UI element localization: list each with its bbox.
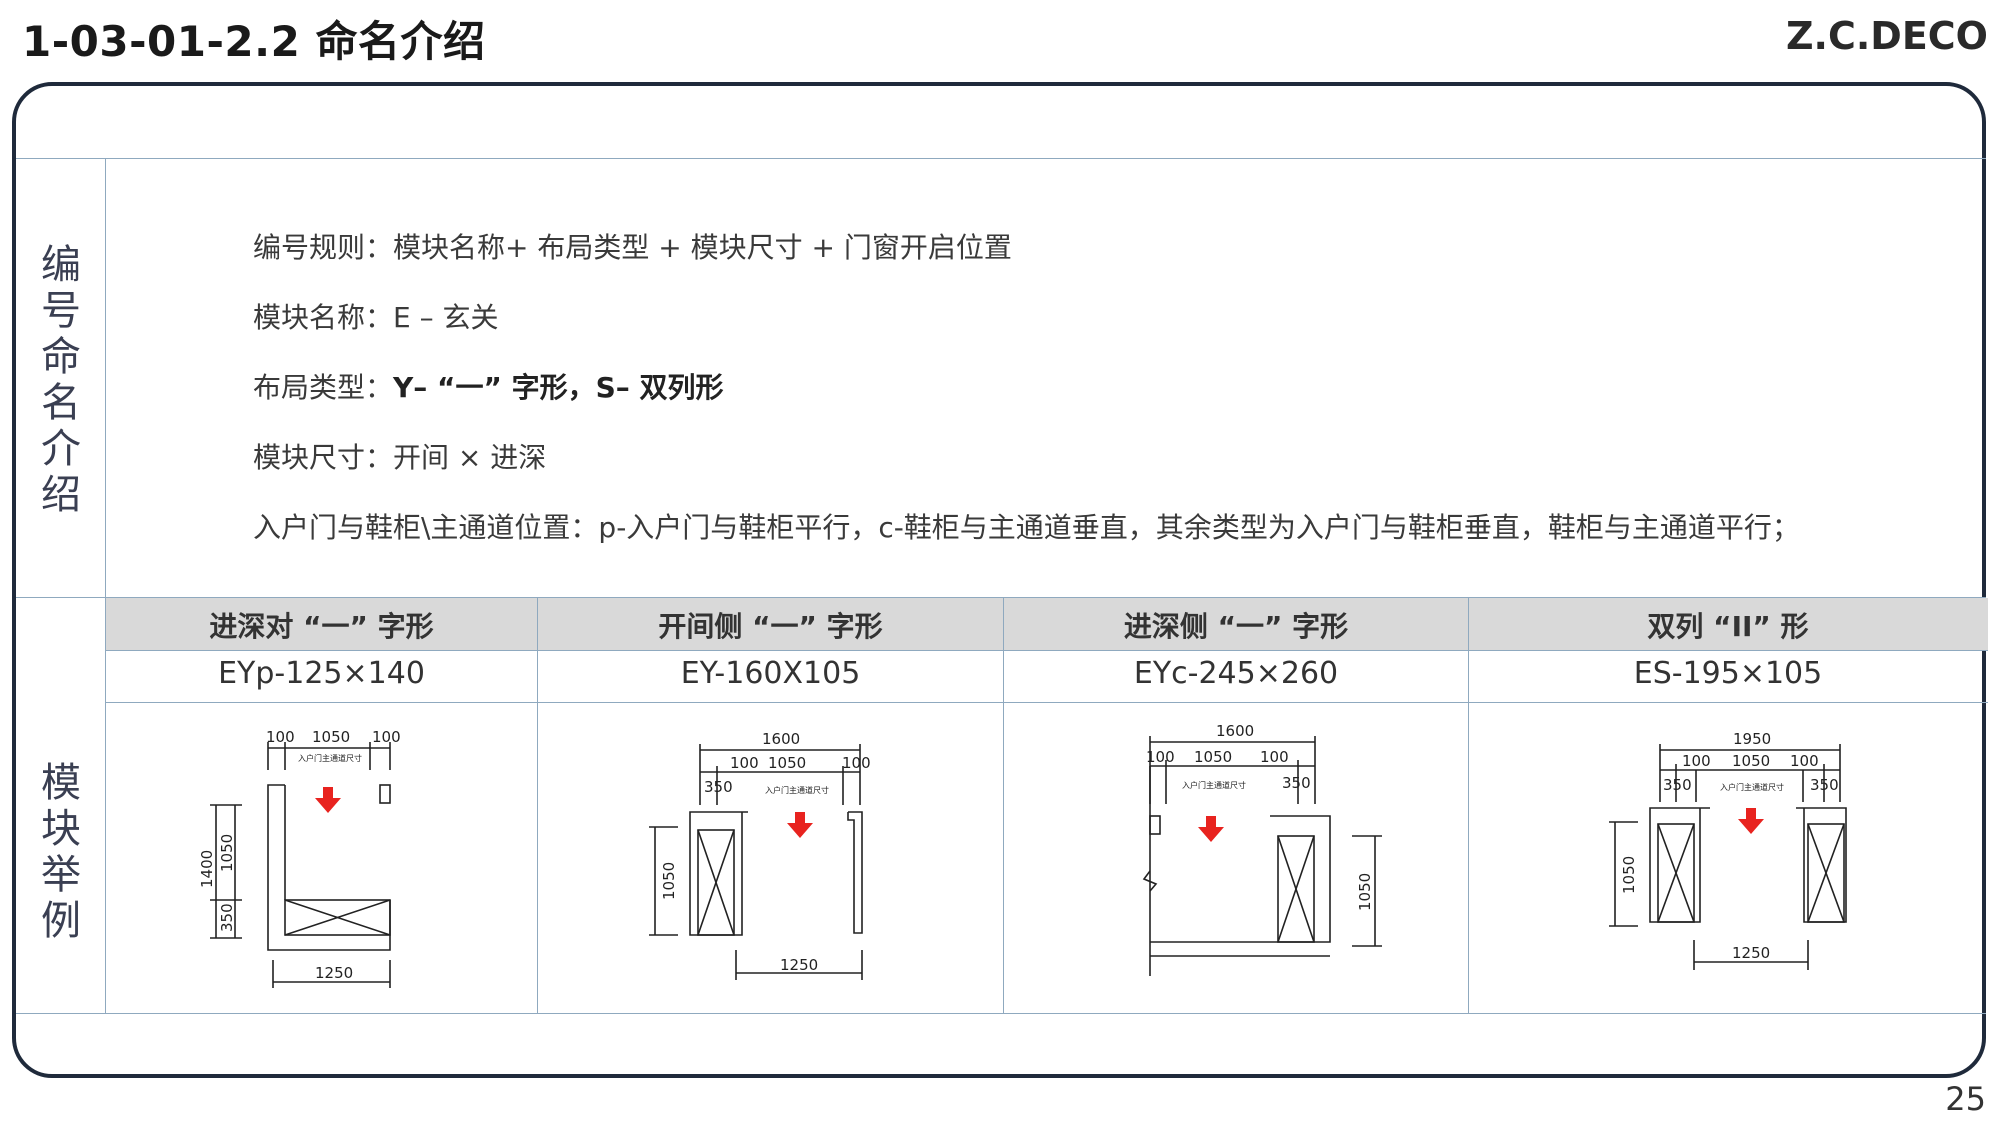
dim-top-right: 100: [372, 728, 401, 746]
page-title: 1-03-01-2.2 命名介绍: [22, 17, 486, 66]
dim-top-mid: 1050: [312, 728, 350, 746]
dim-left: 1050: [1620, 856, 1638, 894]
side-char: 块: [41, 806, 81, 852]
dim-top-left: 100: [730, 754, 759, 772]
floorplan-diagram-3: 1600 100 1050 100 350 入户门主通道尺寸 1050: [1120, 716, 1400, 996]
entry-arrow-icon: [315, 787, 341, 813]
rule-layout-values: Y– “一” 字形，S– 双列形: [393, 371, 724, 404]
side-label-naming: 编 号 命 名 介 绍: [18, 242, 104, 518]
dim-top-total: 1600: [1216, 722, 1254, 740]
rule-door-position: 入户门与鞋柜\主通道位置：p-入户门与鞋柜平行，c-鞋柜与主通道垂直，其余类型为…: [253, 511, 1800, 544]
brand-logo-text: Z.C.DECO: [1785, 14, 1988, 58]
dim-left-upper: 1050: [218, 834, 236, 872]
entry-arrow-icon: [1738, 808, 1764, 834]
divider-side: [105, 158, 106, 1014]
divider-mid: [16, 597, 1986, 598]
side-label-examples: 模 块 举 例: [18, 760, 104, 944]
example-heading-4: 双列 “II” 形: [1647, 610, 1809, 643]
dim-note: 入户门主通道尺寸: [765, 785, 829, 795]
side-char: 编: [41, 242, 81, 288]
floorplan-diagram-1: 100 1050 100 入户门主通道尺寸 1400 1050 350 1250: [180, 720, 420, 1000]
divider-top: [16, 158, 1986, 159]
floorplan-diagram-2: 1600 100 1050 100 350 入户门主通道尺寸 1050 1250: [640, 720, 900, 990]
dim-top-left: 100: [1682, 752, 1711, 770]
dim-cabinet: 350: [704, 778, 733, 796]
page-number: 25: [1945, 1080, 1986, 1118]
side-char: 介: [41, 426, 81, 472]
example-code-1: EYp-125×140: [218, 656, 425, 691]
example-header-row: [106, 598, 1988, 650]
divider-header-row: [106, 650, 1988, 651]
dim-right: 1050: [1356, 873, 1374, 911]
rule-numbering: 编号规则：模块名称+ 布局类型 + 模块尺寸 + 门窗开启位置: [253, 231, 1012, 264]
entry-arrow-icon: [1198, 816, 1224, 842]
content-frame: [12, 82, 1986, 1078]
dim-top-total: 1600: [762, 730, 800, 748]
dim-bottom: 1250: [315, 964, 353, 982]
example-code-2: EY-160X105: [680, 656, 861, 691]
rule-layout-prefix: 布局类型：: [253, 371, 394, 404]
dim-top-left: 100: [266, 728, 295, 746]
dim-top-left: 100: [1146, 748, 1175, 766]
side-char: 模: [41, 760, 81, 806]
dim-bottom: 1250: [1732, 944, 1770, 962]
example-heading-1: 进深对 “一” 字形: [209, 610, 434, 643]
dim-left-total: 1400: [198, 850, 216, 888]
side-char: 命: [41, 334, 81, 380]
dim-top-mid: 1050: [768, 754, 806, 772]
dim-cabinet-right: 350: [1810, 776, 1839, 794]
example-heading-2: 开间侧 “一” 字形: [658, 610, 883, 643]
dim-top-right: 100: [842, 754, 871, 772]
dim-top-mid: 1050: [1194, 748, 1232, 766]
divider-bottom: [16, 1013, 1986, 1014]
example-heading-3: 进深侧 “一” 字形: [1123, 610, 1349, 643]
rule-module-size: 模块尺寸：开间 × 进深: [253, 441, 547, 474]
side-char: 绍: [41, 472, 81, 518]
dim-top-total: 1950: [1733, 730, 1771, 748]
dim-top-right: 100: [1260, 748, 1289, 766]
col-divider-2: [1003, 598, 1004, 1014]
side-char: 号: [41, 288, 81, 334]
dim-top-right: 100: [1790, 752, 1819, 770]
dim-left-lower: 350: [218, 903, 236, 932]
example-code-3: EYc-245×260: [1133, 656, 1339, 691]
entry-arrow-icon: [787, 812, 813, 838]
side-char: 名: [41, 380, 81, 426]
rule-module-name: 模块名称：E – 玄关: [253, 301, 499, 334]
side-char: 例: [41, 898, 81, 944]
dim-cabinet-left: 350: [1663, 776, 1692, 794]
dim-left: 1050: [660, 862, 678, 900]
col-divider-1: [537, 598, 538, 1014]
divider-code-row: [106, 702, 1988, 703]
dim-note: 入户门主通道尺寸: [1720, 782, 1784, 792]
rule-layout-type: 布局类型：Y– “一” 字形，S– 双列形: [253, 366, 724, 406]
dim-note: 入户门主通道尺寸: [1182, 780, 1246, 790]
dim-top-mid: 1050: [1732, 752, 1770, 770]
col-divider-3: [1468, 598, 1469, 1014]
example-code-4: ES-195×105: [1633, 656, 1823, 691]
dim-bottom: 1250: [780, 956, 818, 974]
dim-note: 入户门主通道尺寸: [298, 753, 362, 763]
dim-cabinet: 350: [1282, 774, 1311, 792]
side-char: 举: [41, 852, 81, 898]
floorplan-diagram-4: 1950 100 1050 100 350 350 入户门主通道尺寸 1050 …: [1600, 726, 1860, 986]
